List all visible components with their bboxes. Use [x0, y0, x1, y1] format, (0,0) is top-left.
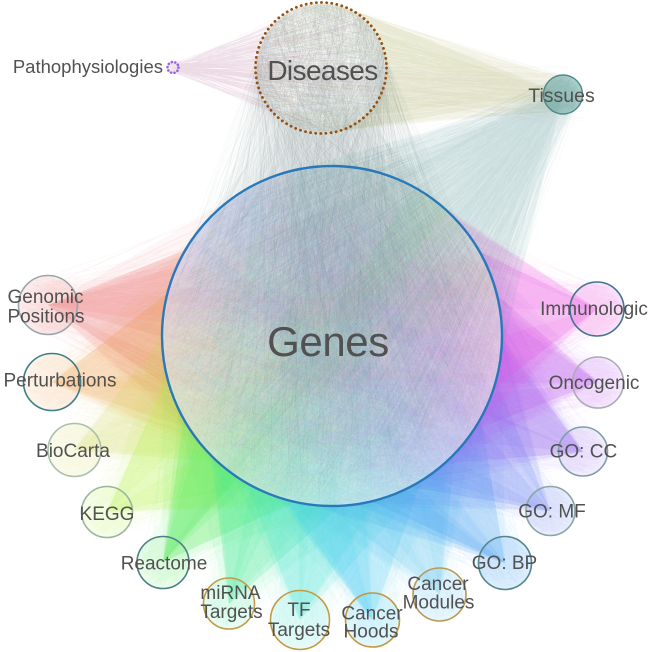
- svg-text:Pathophysiologies: Pathophysiologies: [13, 56, 163, 77]
- svg-text:BioCarta: BioCarta: [36, 441, 110, 462]
- svg-text:GO: BP: GO: BP: [472, 553, 537, 574]
- svg-text:Oncogenic: Oncogenic: [549, 373, 640, 394]
- svg-text:Genomic: Genomic: [7, 287, 83, 308]
- svg-text:Cancer: Cancer: [407, 574, 469, 595]
- svg-text:Genes: Genes: [267, 318, 389, 365]
- svg-text:KEGG: KEGG: [80, 504, 135, 525]
- svg-text:Targets: Targets: [268, 620, 330, 641]
- svg-text:Reactome: Reactome: [121, 554, 208, 575]
- svg-text:Cancer: Cancer: [341, 604, 403, 625]
- svg-text:Hoods: Hoods: [344, 622, 399, 643]
- svg-text:Perturbations: Perturbations: [3, 371, 116, 392]
- svg-text:TF: TF: [287, 600, 310, 621]
- svg-text:Modules: Modules: [403, 593, 475, 614]
- svg-text:Positions: Positions: [7, 307, 84, 328]
- svg-text:Diseases: Diseases: [267, 55, 377, 86]
- svg-text:GO: MF: GO: MF: [518, 502, 586, 523]
- svg-text:Immunologic: Immunologic: [540, 299, 648, 320]
- svg-text:Targets: Targets: [200, 602, 262, 623]
- svg-text:miRNA: miRNA: [200, 583, 260, 604]
- svg-text:GO: CC: GO: CC: [550, 442, 618, 463]
- svg-text:Tissues: Tissues: [528, 85, 595, 107]
